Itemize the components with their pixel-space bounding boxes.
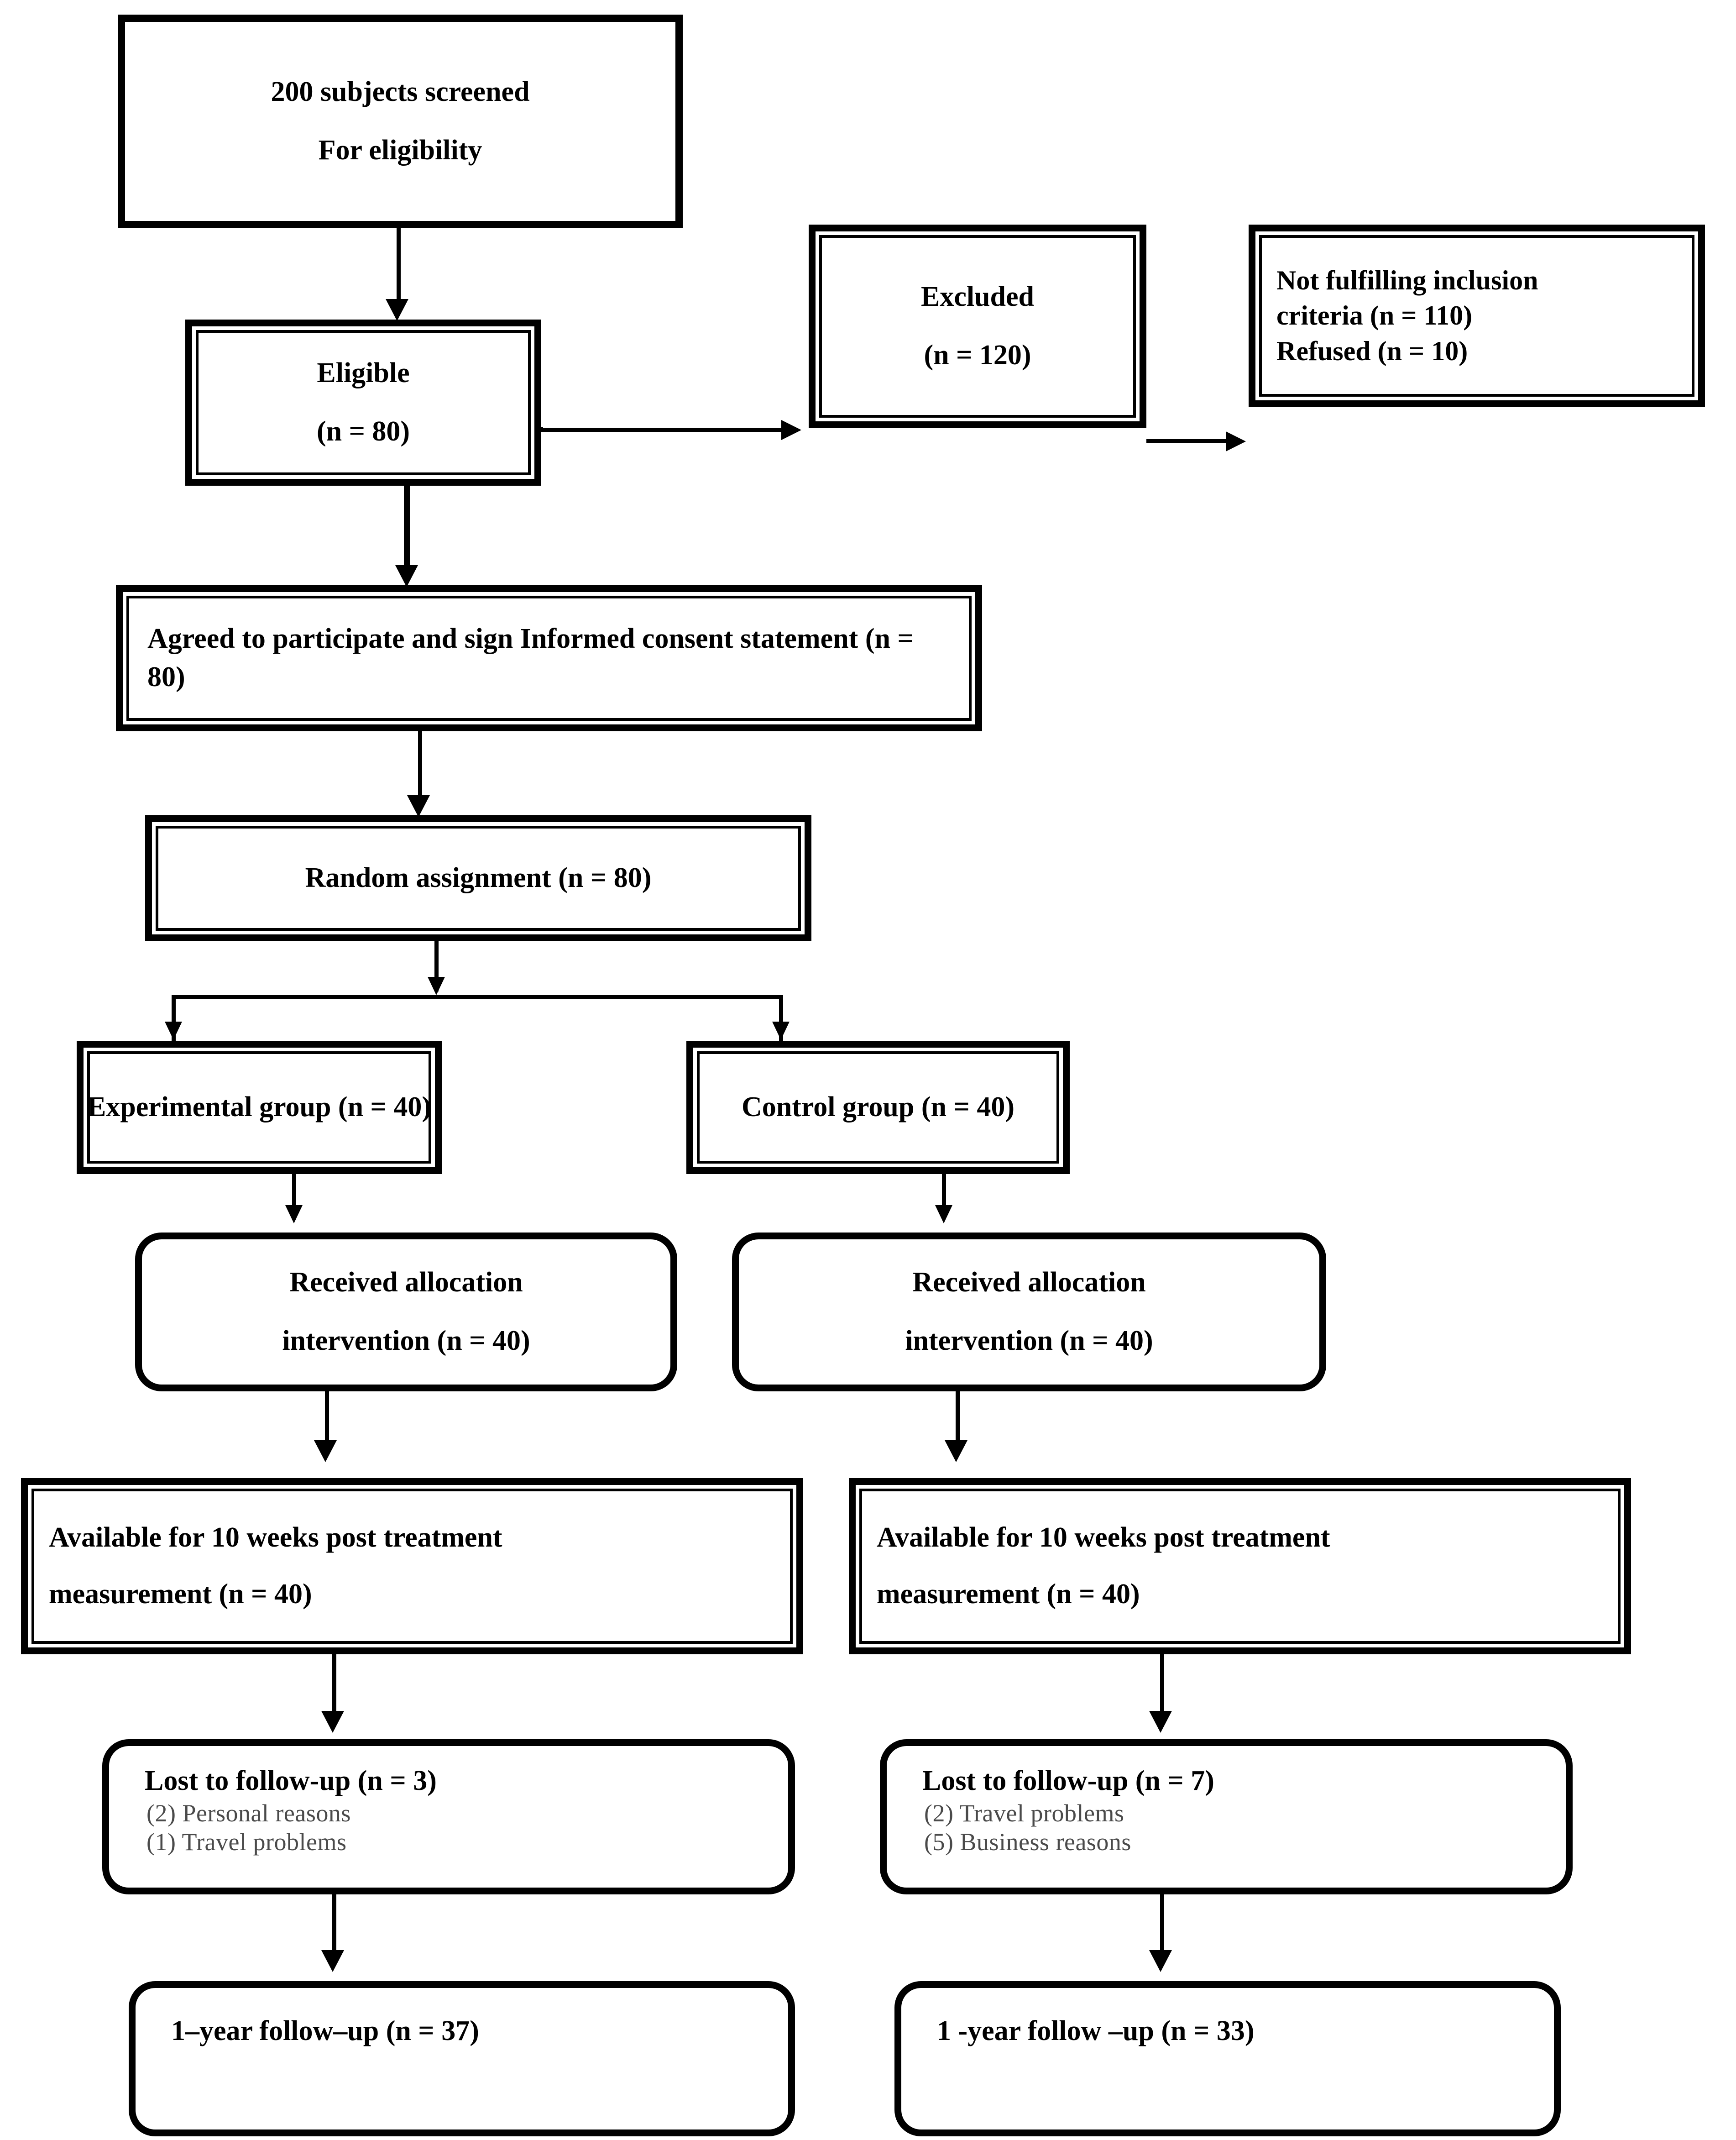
followup-right-text: 1 -year follow –up (n = 33)	[937, 2015, 1255, 2046]
exclusion-reasons-line1: Not fulfilling inclusion	[1276, 265, 1538, 295]
connector-post-right-to-lost	[1160, 1654, 1164, 1723]
connector-excluded-to-reasons	[1146, 439, 1230, 443]
node-control-group: Control group (n = 40)	[686, 1041, 1070, 1174]
randomization-text: Random assignment (n = 80)	[305, 862, 652, 894]
arrow-allocation-right-to-post	[945, 1440, 967, 1462]
arrow-split-to-experimental	[165, 1022, 182, 1040]
exclusion-reasons-line3: Refused (n = 10)	[1276, 336, 1468, 366]
node-randomization: Random assignment (n = 80)	[145, 815, 811, 941]
consent-text: Agreed to participate and sign Informed …	[147, 623, 914, 692]
connector-post-left-to-lost	[332, 1654, 336, 1723]
lost-right-heading: Lost to follow-up (n = 7)	[922, 1765, 1214, 1796]
connector-eligible-to-excluded	[541, 428, 786, 432]
posttreatment-left-line2: measurement (n = 40)	[49, 1579, 312, 1610]
node-followup-left: 1–year follow–up (n = 37)	[129, 1981, 795, 2136]
node-screened: 200 subjects screened For eligibility	[118, 15, 683, 228]
arrow-control-to-allocation	[935, 1205, 952, 1223]
arrow-lost-right-to-followup	[1149, 1950, 1172, 1972]
arrow-eligible-to-excluded	[781, 420, 801, 440]
connector-lost-left-to-followup	[332, 1894, 336, 1963]
node-experimental-group: Experimental group (n = 40)	[77, 1041, 442, 1174]
node-followup-right: 1 -year follow –up (n = 33)	[894, 1981, 1561, 2136]
arrow-lost-left-to-followup	[321, 1950, 344, 1972]
posttreatment-right-line2: measurement (n = 40)	[877, 1579, 1140, 1610]
node-lost-left: Lost to follow-up (n = 3) (2) Personal r…	[102, 1739, 795, 1894]
lost-left-heading: Lost to follow-up (n = 3)	[145, 1765, 437, 1796]
arrow-split-to-control	[772, 1022, 790, 1040]
connector-control-to-allocation	[942, 1174, 946, 1215]
lost-right-reason-1: (2) Travel problems	[924, 1799, 1124, 1827]
eligible-line2: (n = 80)	[316, 416, 410, 447]
connector-consent-to-randomization	[418, 731, 422, 802]
node-exclusion-reasons: Not fulfilling inclusion criteria (n = 1…	[1249, 225, 1705, 407]
arrow-eligible-to-consent	[395, 565, 418, 587]
excluded-line1: Excluded	[920, 281, 1035, 313]
allocation-left-line1: Received allocation	[289, 1267, 523, 1298]
arrow-allocation-left-to-post	[314, 1440, 337, 1462]
allocation-right-line2: intervention (n = 40)	[905, 1325, 1153, 1356]
connector-allocation-left-to-post	[325, 1391, 329, 1451]
connector-screened-to-eligible	[397, 228, 401, 306]
screened-line2: For eligibility	[318, 135, 482, 166]
node-consent: Agreed to participate and sign Informed …	[116, 585, 982, 731]
arrow-post-right-to-lost	[1149, 1711, 1172, 1733]
control-group-text: Control group (n = 40)	[742, 1091, 1014, 1123]
connector-allocation-right-to-post	[956, 1391, 960, 1451]
lost-left-reason-2: (1) Travel problems	[146, 1828, 347, 1856]
arrow-experimental-to-allocation	[285, 1205, 303, 1223]
screened-line1: 200 subjects screened	[271, 76, 530, 108]
excluded-line2: (n = 120)	[924, 340, 1031, 371]
arrow-excluded-to-reasons	[1226, 431, 1246, 451]
arrow-consent-to-randomization	[407, 795, 430, 817]
node-posttreatment-left: Available for 10 weeks post treatment me…	[21, 1478, 803, 1654]
posttreatment-left-line1: Available for 10 weeks post treatment	[49, 1522, 502, 1553]
node-allocation-right: Received allocation intervention (n = 40…	[732, 1233, 1326, 1391]
eligible-line1: Eligible	[317, 357, 410, 389]
experimental-group-text: Experimental group (n = 40)	[87, 1091, 432, 1123]
connector-randomization-stem	[434, 941, 439, 991]
posttreatment-right-line1: Available for 10 weeks post treatment	[877, 1522, 1330, 1553]
connector-eligible-right-stub	[539, 427, 543, 431]
followup-left-text: 1–year follow–up (n = 37)	[171, 2015, 479, 2046]
allocation-left-line2: intervention (n = 40)	[282, 1325, 530, 1356]
lost-right-reason-2: (5) Business reasons	[924, 1828, 1131, 1856]
connector-experimental-to-allocation	[292, 1174, 296, 1215]
arrow-post-left-to-lost	[321, 1711, 344, 1733]
lost-left-reason-1: (2) Personal reasons	[146, 1799, 351, 1827]
node-allocation-left: Received allocation intervention (n = 40…	[135, 1233, 677, 1391]
node-excluded: Excluded (n = 120)	[809, 225, 1146, 428]
connector-eligible-to-consent	[404, 486, 410, 572]
arrow-screened-to-eligible	[386, 299, 408, 321]
allocation-right-line1: Received allocation	[912, 1267, 1146, 1298]
connector-lost-right-to-followup	[1160, 1894, 1164, 1963]
node-posttreatment-right: Available for 10 weeks post treatment me…	[849, 1478, 1631, 1654]
connector-split-bar	[172, 995, 783, 999]
arrow-randomization-stem	[428, 977, 445, 995]
node-lost-right: Lost to follow-up (n = 7) (2) Travel pro…	[880, 1739, 1573, 1894]
node-eligible: Eligible (n = 80)	[185, 320, 541, 486]
exclusion-reasons-line2: criteria (n = 110)	[1276, 300, 1473, 331]
